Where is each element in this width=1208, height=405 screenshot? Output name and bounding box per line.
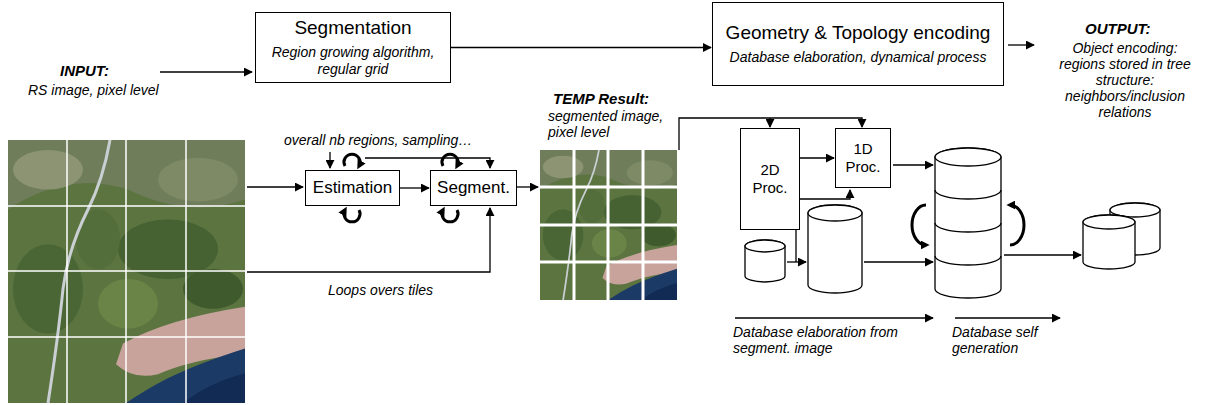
annotation-label: overall nb regions, sampling… bbox=[284, 132, 472, 148]
annotation-label: Loops overs tiles bbox=[328, 282, 433, 298]
box-title: Estimation bbox=[313, 178, 392, 198]
annotation-label: segmented image, pixel level bbox=[548, 108, 670, 140]
box-description: Region growing algorithm, regular grid bbox=[262, 44, 444, 78]
process-box: 2D Proc. bbox=[740, 128, 800, 230]
process-box: 1D Proc. bbox=[835, 128, 891, 188]
box-title: Segmentation bbox=[294, 17, 411, 39]
flow-connector bbox=[400, 187, 429, 188]
database-cylinders bbox=[745, 148, 1160, 298]
annotation-label: RS image, pixel level bbox=[28, 82, 159, 98]
box-title: Segment. bbox=[437, 178, 510, 198]
process-box: Estimation bbox=[305, 170, 400, 206]
process-box: Segment. bbox=[430, 170, 517, 206]
loop-arrows bbox=[344, 154, 1024, 245]
box-description: Database elaboration, dynamical process bbox=[730, 49, 987, 66]
satellite-image bbox=[8, 140, 245, 403]
process-box: SegmentationRegion growing algorithm, re… bbox=[255, 12, 451, 83]
annotation-label: Database self generation bbox=[952, 324, 1062, 356]
segmented-image bbox=[540, 150, 677, 300]
flow-connector bbox=[451, 47, 711, 48]
annotation-label: Object encoding: regions stored in tree … bbox=[1050, 40, 1200, 120]
box-title: 1D Proc. bbox=[842, 140, 884, 176]
annotation-label: INPUT: bbox=[60, 62, 109, 79]
process-box: Geometry & Topology encodingDatabase ela… bbox=[712, 2, 1004, 86]
annotation-label: Database elaboration from segment. image bbox=[733, 324, 938, 356]
annotation-label: OUTPUT: bbox=[1085, 20, 1151, 37]
box-title: 2D Proc. bbox=[747, 161, 793, 197]
annotation-label: TEMP Result: bbox=[553, 90, 649, 107]
flow-connector bbox=[800, 157, 834, 158]
box-title: Geometry & Topology encoding bbox=[726, 22, 991, 44]
